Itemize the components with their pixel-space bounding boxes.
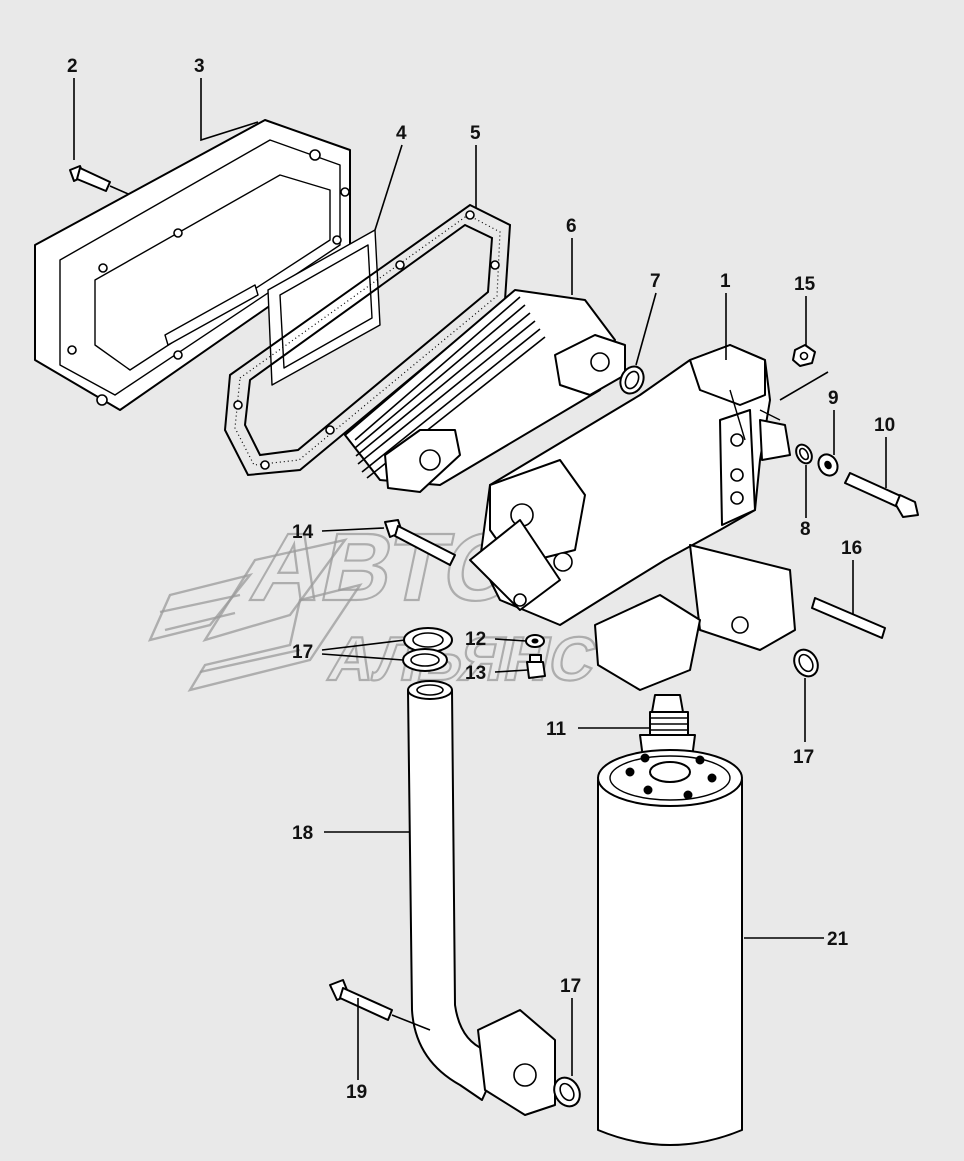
part-12-washer [525, 634, 545, 648]
part-16-stud [811, 597, 886, 639]
callout-11: 11 [546, 719, 567, 740]
callout-15: 15 [794, 274, 816, 295]
callout-17-upper: 17 [793, 747, 814, 768]
callout-6: 6 [566, 216, 577, 237]
part-3-cover-housing [34, 119, 351, 411]
watermark-emblem-icon [147, 538, 363, 692]
callout-7: 7 [650, 271, 661, 292]
callout-9: 9 [828, 388, 839, 409]
callout-3: 3 [194, 56, 205, 77]
part-1-filter-head [469, 344, 796, 691]
callout-17-lower: 17 [560, 976, 581, 997]
callout-16: 16 [841, 538, 862, 559]
watermark-text-line2: АЛЬЯНС [323, 625, 603, 694]
part-7-o-ring [619, 365, 645, 395]
callout-8: 8 [800, 519, 811, 540]
callout-12: 12 [465, 629, 486, 650]
callout-14: 14 [292, 522, 314, 543]
callout-13: 13 [465, 663, 486, 684]
part-14-bolt [384, 519, 456, 566]
part-19-pipe [407, 680, 556, 1116]
callout-1: 1 [720, 271, 731, 292]
part-15-nut [779, 344, 829, 401]
part-20-bolt [329, 979, 431, 1031]
callout-2: 2 [67, 56, 78, 77]
part-21-oil-filter [597, 749, 743, 1146]
part-13-plug [526, 654, 546, 679]
part-10-bolt [844, 472, 919, 518]
callout-5: 5 [470, 123, 481, 144]
callout-20: 19 [346, 1082, 367, 1103]
part-17-o-ring-upper [793, 648, 819, 678]
part-17-o-ring-lower [553, 1076, 581, 1108]
callout-19: 18 [292, 823, 313, 844]
callout-21: 21 [827, 929, 849, 950]
part-9-washer [817, 453, 839, 477]
callout-10: 10 [874, 415, 895, 436]
callout-numbers: 2 3 4 5 6 7 1 15 9 10 8 16 14 12 17 13 1… [67, 56, 895, 1103]
leader-lines [73, 78, 887, 1080]
part-8-o-ring [795, 443, 813, 465]
part-18-seals [402, 627, 453, 672]
callout-18: 17 [292, 642, 313, 663]
part-6-oil-cooler-core [344, 289, 626, 493]
callout-4: 4 [396, 123, 407, 144]
